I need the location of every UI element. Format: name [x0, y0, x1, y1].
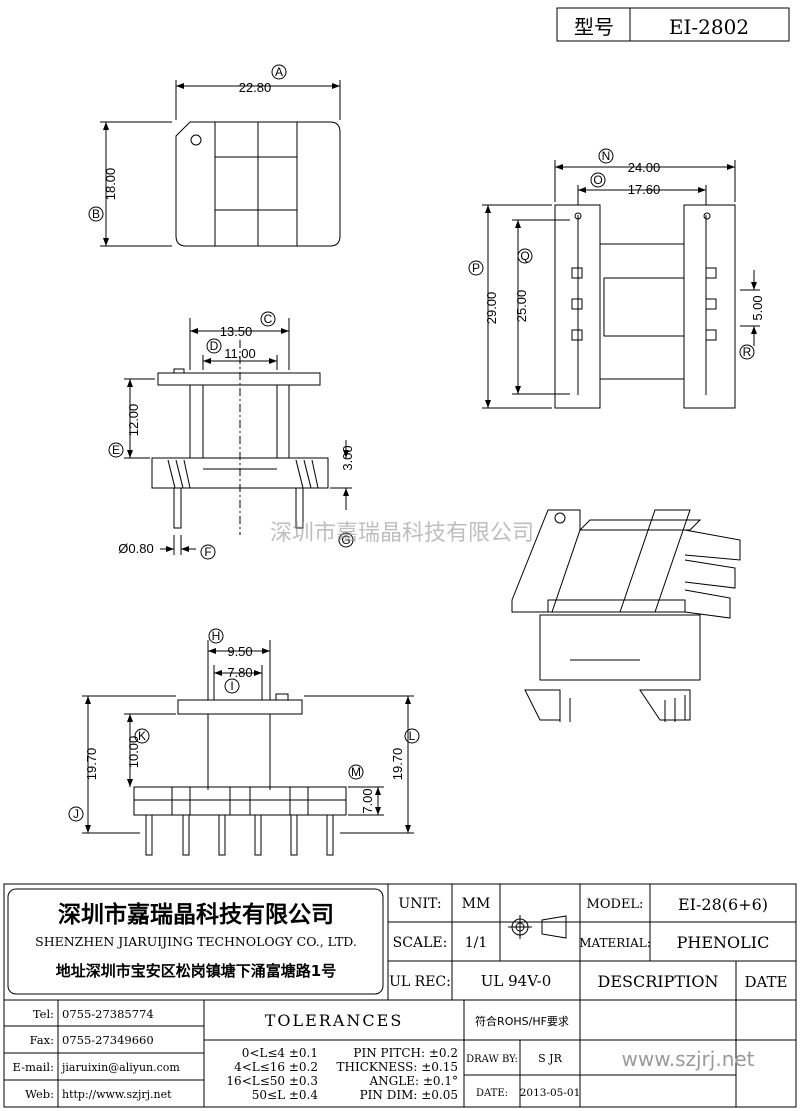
- tol-param-2: THICKNESS: ±0.15: [337, 1060, 458, 1074]
- dim-F-value: Ø0.80: [118, 541, 153, 556]
- dim-N-value: 24.00: [628, 160, 661, 175]
- dim-L-tag: L: [409, 729, 416, 743]
- dim-I-value: 7.80: [227, 665, 252, 680]
- web-label: Web:: [25, 1087, 54, 1101]
- tel-label: Tel:: [33, 1007, 54, 1021]
- dim-E-tag: E: [112, 443, 120, 457]
- company-name-en: SHENZHEN JIARUIJING TECHNOLOGY CO., LTD.: [35, 934, 357, 949]
- web-value: http://www.szjrj.net: [62, 1088, 172, 1101]
- dim-J-tag: J: [73, 807, 79, 821]
- tol-param-4: PIN DIM: ±0.05: [360, 1088, 458, 1102]
- watermark: 深圳市嘉瑞晶科技有限公司: [270, 521, 534, 546]
- front-view: [108, 311, 354, 560]
- dim-Q-tag: Q: [520, 249, 529, 263]
- dim-I-tag: I: [230, 679, 233, 693]
- material-label: MATERIAL:: [579, 936, 651, 950]
- dim-G-value: 3.00: [340, 445, 355, 470]
- dim-A-tag: A: [275, 65, 283, 79]
- company-name-cn: 深圳市嘉瑞晶科技有限公司: [58, 901, 334, 928]
- company-address: 地址深圳市宝安区松岗镇塘下涌富塘路1号: [56, 962, 336, 980]
- dim-B-tag: B: [92, 207, 100, 221]
- scale-value: 1/1: [465, 935, 488, 951]
- type-value: EI-2802: [669, 15, 749, 39]
- tol-param-1: PIN PITCH: ±0.2: [353, 1046, 458, 1060]
- dim-A-value: 22.80: [239, 80, 272, 95]
- dim-C-tag: C: [264, 312, 273, 326]
- side-view: [468, 148, 760, 409]
- dim-M-value: 7.00: [360, 788, 375, 813]
- drawby-value: S JR: [538, 1052, 562, 1065]
- dim-F-tag: F: [204, 545, 211, 559]
- bottom-view: [68, 628, 420, 856]
- dim-C-value: 13.50: [220, 324, 253, 339]
- dim-H-value: 9.50: [227, 644, 252, 659]
- dim-R-tag: R: [743, 345, 752, 359]
- tol-param-3: ANGLE: ±0.1°: [369, 1074, 458, 1088]
- model-label: MODEL:: [587, 897, 644, 912]
- ulrec-label: UL REC:: [389, 974, 451, 990]
- fax-label: Fax:: [30, 1033, 54, 1047]
- tolerances-title: TOLERANCES: [265, 1011, 404, 1030]
- dim-K-value: 10.00: [126, 736, 141, 769]
- date-value: 2013-05-01: [520, 1087, 581, 1099]
- email-label: E-mail:: [13, 1060, 55, 1074]
- dim-O-tag: O: [593, 173, 602, 187]
- tel-value: 0755-27385774: [62, 1007, 154, 1021]
- dim-R-value: 5.00: [750, 295, 765, 320]
- tol-range-4: 50≤L ±0.4: [252, 1088, 319, 1102]
- dim-J-value: 19.70: [84, 748, 99, 781]
- dim-P-tag: P: [472, 261, 480, 275]
- dim-D-value: 11.00: [224, 346, 256, 361]
- top-view: [88, 64, 341, 247]
- date-header: DATE: [745, 973, 788, 991]
- tol-range-1: 0<L≤4 ±0.1: [242, 1046, 318, 1060]
- ulrec-value: UL 94V-0: [481, 972, 552, 990]
- site-watermark: www.szjrj.net: [621, 1047, 754, 1071]
- rohs-note: 符合ROHS/HF要求: [475, 1014, 569, 1028]
- title-block-frame: [3, 883, 797, 1108]
- dim-K-tag: K: [138, 729, 146, 743]
- fax-value: 0755-27349660: [62, 1033, 154, 1047]
- description-header: DESCRIPTION: [598, 972, 719, 991]
- dim-D-tag: D: [210, 339, 219, 353]
- date-label: DATE:: [476, 1088, 508, 1099]
- dim-L-value: 19.70: [390, 748, 405, 781]
- dim-B-value: 18.00: [103, 168, 118, 201]
- tol-range-3: 16<L≤50 ±0.3: [226, 1074, 318, 1088]
- scale-label: SCALE:: [393, 935, 448, 951]
- tol-range-2: 4<L≤16 ±0.2: [234, 1060, 318, 1074]
- isometric-view: [511, 509, 741, 722]
- dim-P-value: 29.00: [484, 292, 499, 325]
- dim-G-tag: G: [341, 533, 350, 547]
- material-value: PHENOLIC: [677, 933, 770, 952]
- header-box: [556, 7, 790, 42]
- unit-label: UNIT:: [398, 896, 441, 912]
- dim-Q-value: 25.00: [514, 290, 529, 323]
- dim-M-tag: M: [351, 765, 361, 779]
- dim-H-tag: H: [212, 629, 221, 643]
- email-value: jiaruixin@aliyun.com: [60, 1061, 180, 1074]
- dim-E-value: 12.00: [126, 404, 141, 437]
- drawby-label: DRAW BY:: [466, 1054, 518, 1065]
- dim-N-tag: N: [602, 149, 611, 163]
- type-label: 型号: [574, 15, 614, 39]
- unit-value: MM: [462, 896, 491, 912]
- dim-O-value: 17.60: [628, 182, 661, 197]
- model-value: EI-28(6+6): [678, 895, 768, 914]
